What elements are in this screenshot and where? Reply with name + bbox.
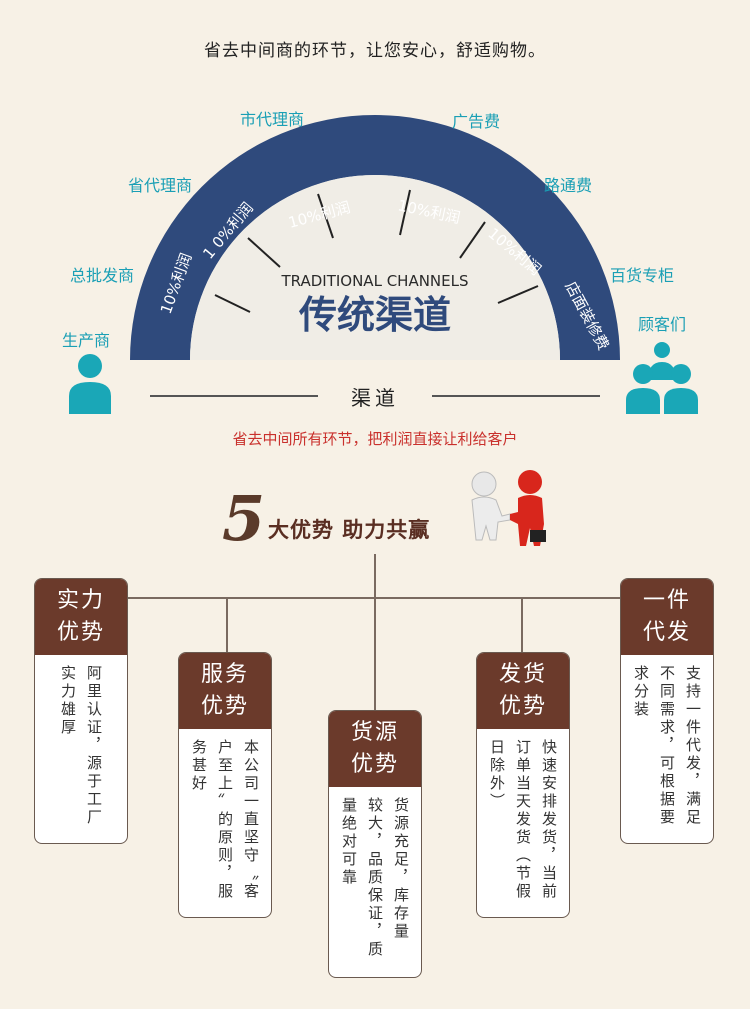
label-ads: 广告费 [452,112,501,131]
card-dropship-line: 求分装 [632,665,650,719]
card-shipping-line: 订单当天发货（节假 [514,739,532,901]
arc-english-title: TRADITIONAL CHANNELS [280,272,468,290]
red-slogan: 省去中间所有环节，把利润直接让利给客户 [232,430,518,448]
card-strength-title: 实力优势 [35,579,127,655]
card-supply-title: 货源优势 [329,711,421,787]
channel-word: 渠道 [351,386,399,410]
tree-drop-2 [226,597,228,653]
divider-right [432,395,600,397]
arc-band [130,115,620,360]
producer-icon [69,354,111,414]
card-shipping-line: 快速安排发货，当前 [540,739,558,901]
card-supply-line: 货源充足，库存量 [392,797,410,941]
card-shipping: 发货优势 快速安排发货，当前 订单当天发货（节假 日除外） [476,652,570,918]
arc-ticks [214,189,539,313]
card-strength-line: 阿里认证，源于工厂 [85,665,103,827]
tree-drop-3 [374,597,376,710]
divider-left [150,395,318,397]
card-strength: 实力优势 阿里认证，源于工厂 实力雄厚 [34,578,128,844]
card-dropship: 一件代发 支持一件代发，满足 不同需求，可根据要 求分装 [620,578,714,844]
card-shipping-line: 日除外） [488,739,506,811]
label-producer: 生产商 [62,331,111,350]
card-service-line: 本公司一直坚守〝客 [242,739,260,901]
card-service-title: 服务优势 [179,653,271,729]
customers-icon [626,342,698,414]
arc-inner [190,175,560,360]
traditional-channels-arc: 10%利润 1 0%利润 10%利润 10%利润 10%利润 店面装修费 TRA… [130,115,620,360]
card-shipping-title: 发货优势 [477,653,569,729]
arc-chinese-title: 传统渠道 [298,293,451,337]
top-slogan: 省去中间商的环节，让您安心，舒适购物。 [204,41,546,61]
card-dropship-title: 一件代发 [621,579,713,655]
card-service-line: 务甚好 [190,739,208,793]
card-supply: 货源优势 货源充足，库存量 较大，品质保证，质 量绝对可靠 [328,710,422,978]
card-dropship-line: 不同需求，可根据要 [658,665,676,827]
card-supply-line: 较大，品质保证，质 [366,797,384,959]
advantages-number: 5 [222,482,266,555]
advantages-title: 大优势 助力共赢 [268,518,431,542]
tree-branch [80,597,666,599]
label-wholesaler: 总批发商 [70,266,135,285]
tree-drop-4 [521,597,523,653]
label-customers: 顾客们 [638,315,687,334]
label-city-agent: 市代理商 [240,110,305,129]
label-department: 百货专柜 [610,266,675,285]
card-service: 服务优势 本公司一直坚守〝客 户至上〞的原则，服 务甚好 [178,652,272,918]
card-service-line: 户至上〞的原则，服 [216,739,234,901]
card-supply-line: 量绝对可靠 [340,797,358,887]
card-dropship-line: 支持一件代发，满足 [684,665,702,827]
handshake-figures-icon [471,470,546,546]
tree-trunk [374,554,376,598]
label-provincial-agent: 省代理商 [128,176,193,195]
card-strength-line: 实力雄厚 [59,665,77,737]
label-toll: 路通费 [544,176,593,195]
